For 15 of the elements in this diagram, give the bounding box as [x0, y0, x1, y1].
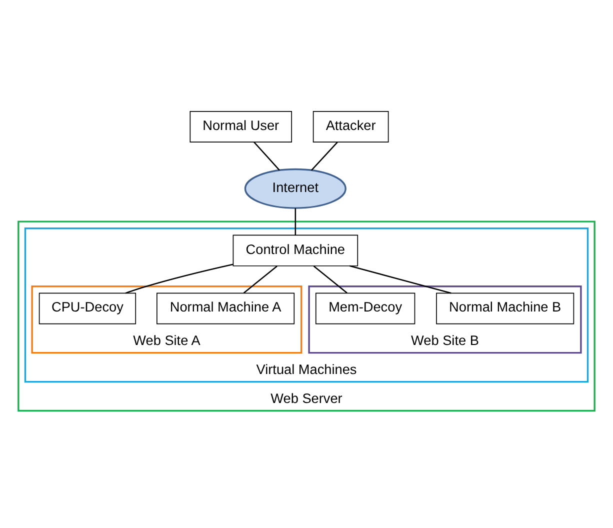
connector: [313, 265, 348, 293]
node-box: Normal User: [190, 110, 292, 142]
node-box: Control Machine: [232, 234, 358, 266]
connector: [294, 208, 296, 235]
connector: [243, 265, 278, 293]
connector: [350, 264, 452, 294]
connector: [125, 263, 234, 294]
connector: [254, 141, 280, 170]
connector: [311, 141, 338, 170]
node-box: Mem-Decoy: [315, 292, 416, 324]
node-box: Normal Machine B: [436, 292, 574, 324]
node-box: Attacker: [312, 110, 389, 142]
node-box: CPU-Decoy: [38, 292, 136, 324]
node-ellipse: Internet: [244, 168, 346, 208]
node-box: Normal Machine A: [156, 292, 295, 324]
